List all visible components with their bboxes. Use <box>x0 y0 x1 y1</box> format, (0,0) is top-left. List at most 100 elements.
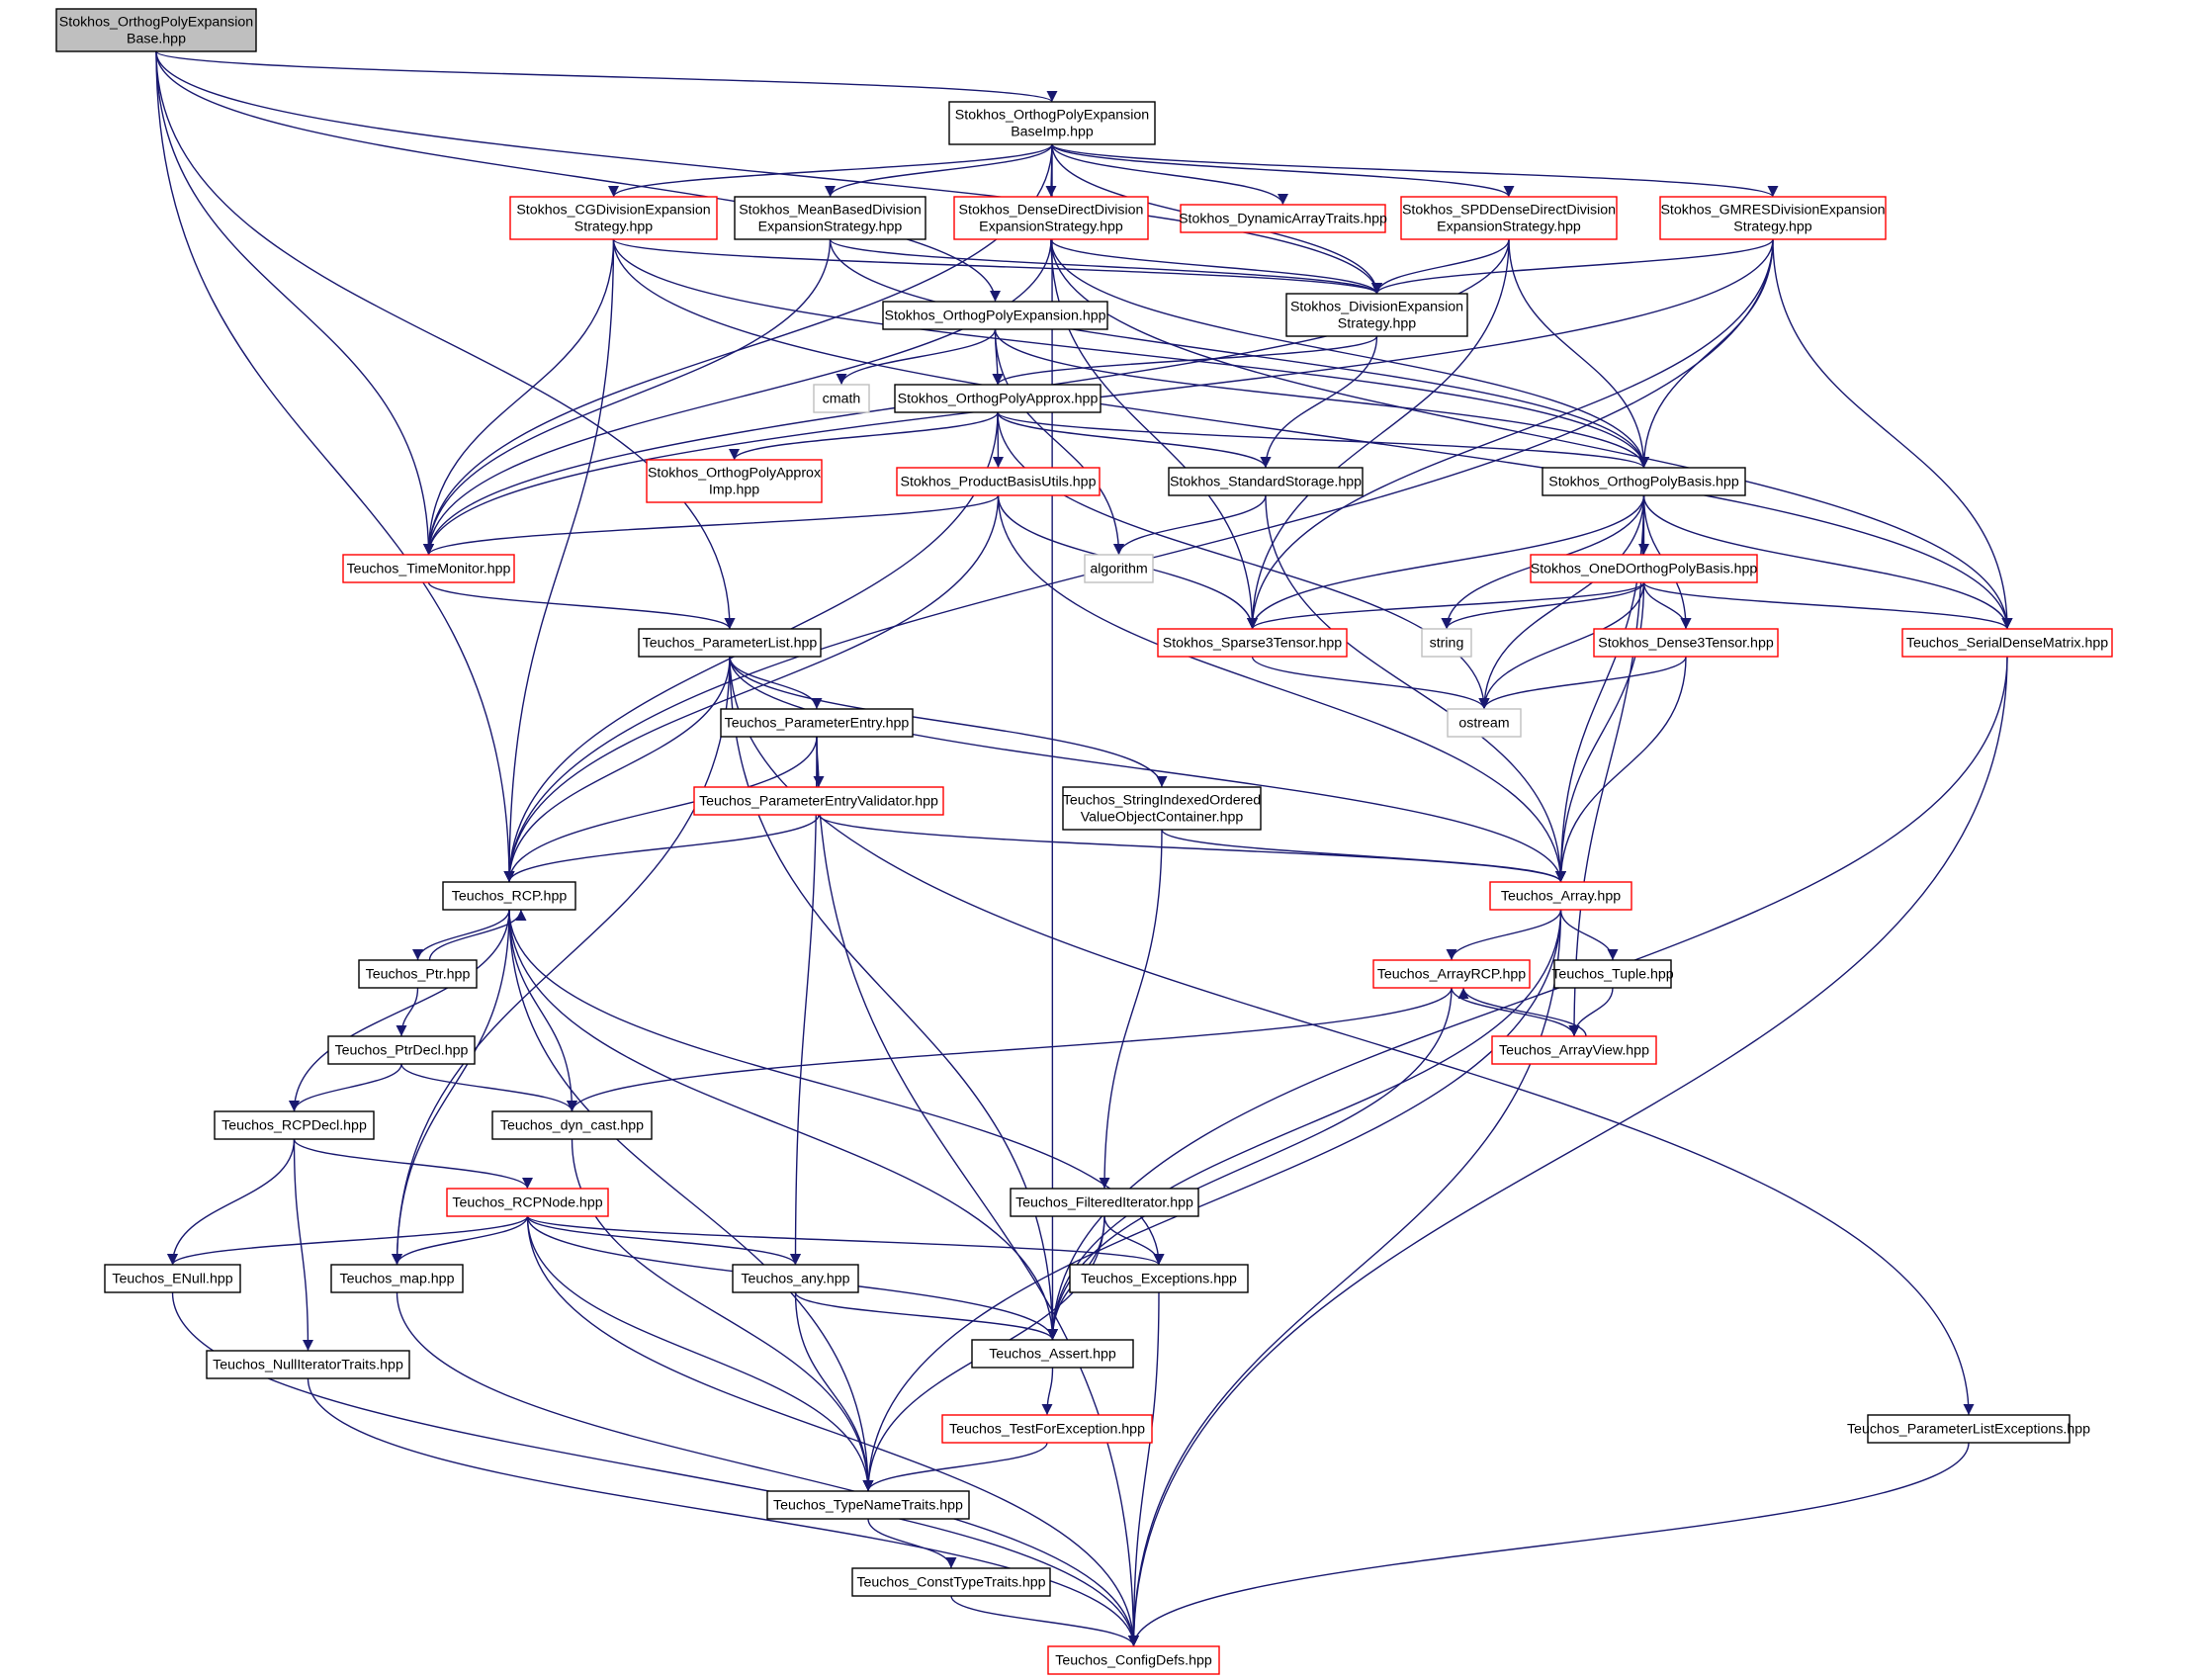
node-any[interactable]: Teuchos_any.hpp <box>732 1264 859 1293</box>
edge-dyncast-to-typename <box>571 1138 874 1492</box>
edge-opb-to-array <box>1554 494 1645 883</box>
node-assert[interactable]: Teuchos_Assert.hpp <box>971 1339 1134 1369</box>
edge-oned-to-array <box>1554 581 1645 883</box>
node-arrayrcp[interactable]: Teuchos_ArrayRCP.hpp <box>1372 959 1531 989</box>
edge-baseimp-to-assert <box>1046 143 1059 1341</box>
edge-arrayview-to-arrayrcp <box>1457 987 1587 1037</box>
node-map[interactable]: Teuchos_map.hpp <box>330 1264 464 1293</box>
node-label: Teuchos_Assert.hpp <box>989 1347 1116 1363</box>
node-array[interactable]: Teuchos_Array.hpp <box>1489 881 1632 911</box>
edge-cgdiv-to-divstrat <box>612 238 1382 295</box>
edge-rcpdecl-to-enull <box>166 1138 296 1266</box>
node-ptrdecl[interactable]: Teuchos_PtrDecl.hpp <box>327 1035 476 1065</box>
node-consttype[interactable]: Teuchos_ConstTypeTraits.hpp <box>851 1567 1051 1597</box>
edge-meanbased-to-opb <box>829 238 1650 469</box>
edge-serialdense-to-configdefs <box>1127 656 2008 1647</box>
node-pev[interactable]: Teuchos_ParameterEntryValidator.hpp <box>693 786 944 816</box>
edge-gmres-to-sparse3 <box>1246 238 1774 630</box>
node-rcp[interactable]: Teuchos_RCP.hpp <box>442 881 576 911</box>
edge-map-to-configdefs <box>396 1291 1140 1647</box>
node-string[interactable]: string <box>1421 628 1472 658</box>
node-tuple[interactable]: Teuchos_Tuple.hpp <box>1551 959 1674 989</box>
node-label: Base.hpp <box>127 32 186 47</box>
edge-rcp-to-assert <box>508 909 1059 1341</box>
node-filtered[interactable]: Teuchos_FilteredIterator.hpp <box>1010 1188 1199 1217</box>
node-algorithm[interactable]: algorithm <box>1084 554 1154 583</box>
node-meanbased[interactable]: Stokhos_MeanBasedDivisionExpansionStrate… <box>734 196 926 240</box>
edge-tuple-to-arrayview <box>1568 987 1614 1037</box>
node-box <box>206 1350 410 1379</box>
node-plexc[interactable]: Teuchos_ParameterListExceptions.hpp <box>1847 1414 2090 1444</box>
node-opa[interactable]: Stokhos_OrthogPolyApprox.hpp <box>894 384 1102 413</box>
node-box <box>953 196 1149 240</box>
node-opb[interactable]: Stokhos_OrthogPolyBasis.hpp <box>1542 467 1746 496</box>
edge-densedirect-to-serialdense <box>1050 238 2013 630</box>
node-typename[interactable]: Teuchos_TypeNameTraits.hpp <box>766 1490 970 1520</box>
node-label: Stokhos_OrthogPolyExpansion.hpp <box>885 309 1106 324</box>
node-box <box>509 196 718 240</box>
node-nulliter[interactable]: Teuchos_NullIteratorTraits.hpp <box>206 1350 410 1379</box>
node-paramentry[interactable]: Teuchos_ParameterEntry.hpp <box>720 708 914 738</box>
node-label: Teuchos_RCPDecl.hpp <box>221 1118 367 1134</box>
node-stdstorage[interactable]: Stokhos_StandardStorage.hpp <box>1168 467 1364 496</box>
edge-opa-to-ostream <box>997 411 1490 710</box>
node-label: Stokhos_OrthogPolyExpansion <box>955 108 1149 124</box>
node-ptr[interactable]: Teuchos_Ptr.hpp <box>358 959 478 989</box>
node-label: Stokhos_OrthogPolyApprox.hpp <box>898 392 1099 407</box>
node-timemon[interactable]: Teuchos_TimeMonitor.hpp <box>342 554 515 583</box>
node-sioc[interactable]: Teuchos_StringIndexedOrderedValueObjectC… <box>1062 786 1262 831</box>
node-configdefs[interactable]: Teuchos_ConfigDefs.hpp <box>1047 1645 1220 1675</box>
node-ope[interactable]: Stokhos_OrthogPolyExpansion.hpp <box>882 301 1108 330</box>
edge-cgdiv-to-serialdense <box>612 238 2013 630</box>
node-dynarray[interactable]: Stokhos_DynamicArrayTraits.hpp <box>1179 204 1387 233</box>
node-dyncast[interactable]: Teuchos_dyn_cast.hpp <box>491 1110 653 1140</box>
node-box <box>720 708 914 738</box>
node-testfor[interactable]: Teuchos_TestForException.hpp <box>941 1414 1153 1444</box>
edge-ptrdecl-to-dyncast <box>400 1063 578 1112</box>
node-label: Teuchos_FilteredIterator.hpp <box>1015 1195 1193 1211</box>
node-box <box>1010 1188 1199 1217</box>
node-label: Teuchos_ArrayRCP.hpp <box>1377 967 1526 983</box>
node-densedirect[interactable]: Stokhos_DenseDirectDivisionExpansionStra… <box>953 196 1149 240</box>
node-spddense[interactable]: Stokhos_SPDDenseDirectDivisionExpansionS… <box>1400 196 1618 240</box>
edge-oned-to-serialdense <box>1642 581 2013 630</box>
edge-root-to-rcp <box>155 50 515 883</box>
edge-rcpnode-to-typename <box>526 1215 874 1492</box>
node-serialdense[interactable]: Teuchos_SerialDenseMatrix.hpp <box>1901 628 2113 658</box>
node-label: Stokhos_OneDOrthogPolyBasis.hpp <box>1531 562 1758 577</box>
node-cmath[interactable]: cmath <box>813 384 870 413</box>
node-label: BaseImp.hpp <box>1011 125 1094 140</box>
edge-baseimp-to-dynarray <box>1051 143 1289 206</box>
node-sparse3[interactable]: Stokhos_Sparse3Tensor.hpp <box>1157 628 1348 658</box>
edge-densedirect-to-divstrat <box>1050 238 1382 295</box>
edge-baseimp-to-gmres <box>1051 143 1779 198</box>
edge-ope-to-algorithm <box>994 328 1125 556</box>
node-ostream[interactable]: ostream <box>1447 708 1522 738</box>
edge-stdstorage-to-algorithm <box>1112 494 1267 556</box>
node-oned[interactable]: Stokhos_OneDOrthogPolyBasis.hpp <box>1530 554 1758 583</box>
node-paramlist[interactable]: Teuchos_ParameterList.hpp <box>638 628 822 658</box>
edge-meanbased-to-divstrat <box>829 238 1382 295</box>
node-gmres[interactable]: Stokhos_GMRESDivisionExpansionStrategy.h… <box>1659 196 1887 240</box>
node-exceptions[interactable]: Teuchos_Exceptions.hpp <box>1069 1264 1249 1293</box>
edge-paramlist-to-rcp <box>503 656 731 883</box>
node-box <box>1421 628 1472 658</box>
node-rcpnode[interactable]: Teuchos_RCPNode.hpp <box>446 1188 609 1217</box>
node-rcpdecl[interactable]: Teuchos_RCPDecl.hpp <box>214 1110 375 1140</box>
edge-dense3-to-array <box>1554 656 1687 883</box>
edge-array-to-typename <box>862 909 1562 1492</box>
node-arrayview[interactable]: Teuchos_ArrayView.hpp <box>1491 1035 1657 1065</box>
edge-plexc-to-configdefs <box>1127 1442 1970 1647</box>
node-pbu[interactable]: Stokhos_ProductBasisUtils.hpp <box>896 467 1101 496</box>
node-enull[interactable]: Teuchos_ENull.hpp <box>104 1264 241 1293</box>
node-label: Teuchos_Exceptions.hpp <box>1081 1272 1237 1287</box>
node-box <box>1867 1414 2071 1444</box>
edge-rcp-to-dyncast <box>508 909 578 1112</box>
node-dense3[interactable]: Stokhos_Dense3Tensor.hpp <box>1593 628 1779 658</box>
edge-oned-to-sparse3 <box>1247 581 1645 630</box>
